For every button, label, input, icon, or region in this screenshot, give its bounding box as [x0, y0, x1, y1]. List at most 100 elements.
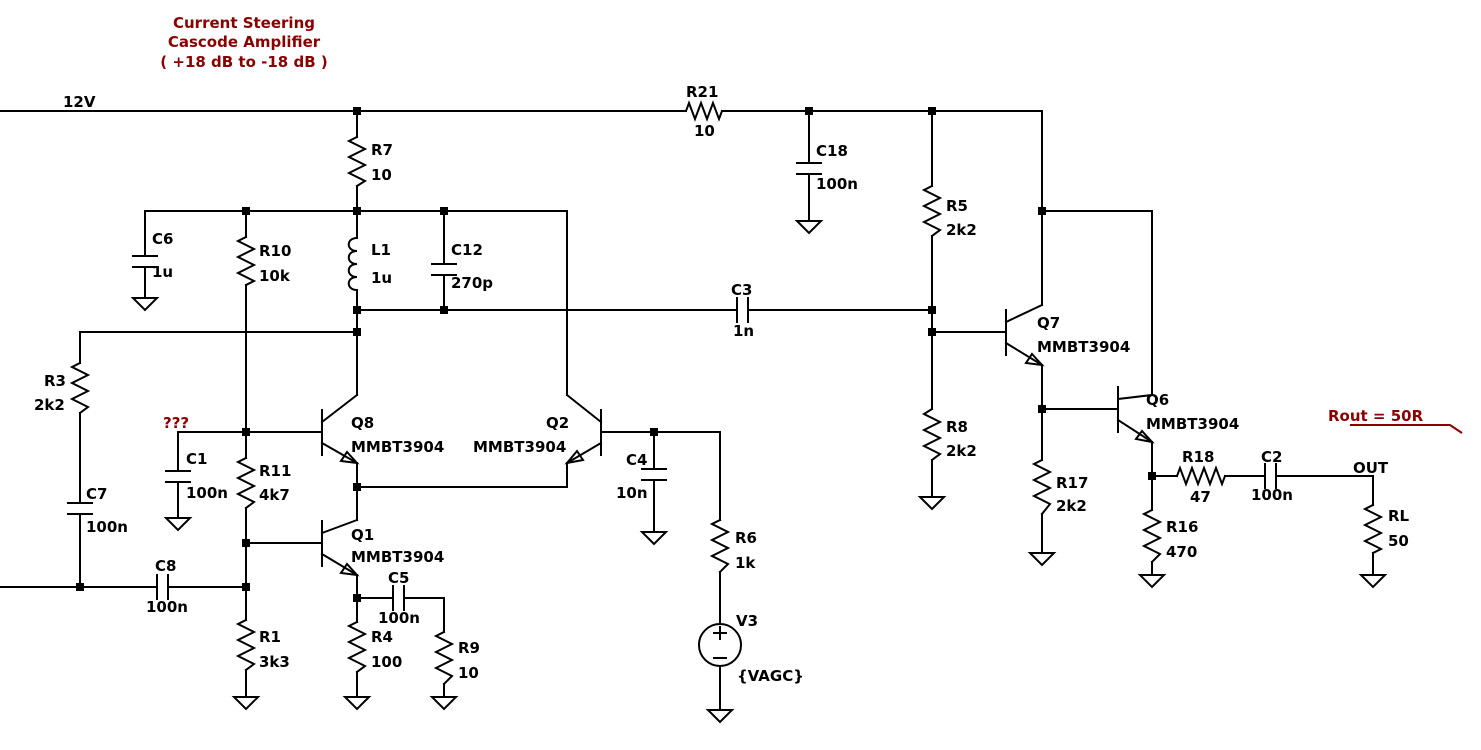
q8-value: MMBT3904 [351, 438, 444, 456]
title-line-2: Cascode Amplifier [168, 33, 321, 51]
l1-value: 1u [371, 269, 392, 287]
junction [242, 583, 250, 591]
junction [242, 428, 250, 436]
r6-ref: R6 [735, 529, 757, 547]
c3-ref: C3 [731, 281, 752, 299]
c1-ref: C1 [186, 450, 207, 468]
q8-ref: Q8 [351, 414, 374, 432]
net-label-supply: 12V [63, 93, 96, 111]
wire-q6-collector [1041, 210, 1153, 396]
resistor-r5: R5 2k2 [921, 184, 977, 239]
r8-value: 2k2 [946, 442, 977, 460]
q1-value: MMBT3904 [351, 548, 444, 566]
transistor-q1: Q1 MMBT3904 [320, 518, 444, 577]
resistor-r21: R21 10 [684, 83, 724, 140]
r21-value: 10 [694, 122, 715, 140]
capacitor-c4: C4 10n [616, 451, 667, 502]
junction [353, 306, 361, 314]
r9-ref: R9 [458, 639, 480, 657]
wire-diff-emitters [356, 462, 568, 488]
transistor-q7: Q7 MMBT3904 [1004, 303, 1130, 367]
r4-ref: R4 [371, 628, 393, 646]
title-line-1: Current Steering [173, 14, 315, 32]
c5-value: 100n [378, 609, 420, 627]
r5-ref: R5 [946, 197, 968, 215]
r3-value: 2k2 [34, 396, 65, 414]
transistor-q2: Q2 MMBT3904 [473, 393, 603, 465]
r4-value: 100 [371, 653, 402, 671]
resistor-r3: R3 2k2 [34, 361, 91, 415]
resistor-rl: RL 50 [1362, 503, 1410, 555]
q2-value: MMBT3904 [473, 438, 566, 456]
r18-value: 47 [1190, 488, 1211, 506]
r1-ref: R1 [259, 628, 281, 646]
ground-icon [231, 696, 261, 711]
capacitor-c12: C12 270p [431, 241, 493, 292]
unknown-input-label: ??? [163, 414, 189, 432]
capacitor-c8: C8 100n [146, 557, 188, 616]
junction [1038, 207, 1046, 215]
wires [0, 110, 1374, 711]
junction [353, 483, 361, 491]
capacitor-c2: C2 100n [1251, 448, 1293, 504]
r7-ref: R7 [371, 141, 393, 159]
r17-ref: R17 [1056, 474, 1088, 492]
rout-label: Rout = 50R [1328, 407, 1424, 425]
resistor-r9: R9 10 [433, 630, 480, 686]
c7-value: 100n [86, 518, 128, 536]
c8-ref: C8 [155, 557, 176, 575]
r10-value: 10k [259, 267, 291, 285]
q1-ref: Q1 [351, 526, 374, 544]
ground-icon [429, 696, 459, 711]
junction [928, 328, 936, 336]
q7-value: MMBT3904 [1037, 338, 1130, 356]
resistor-r16: R16 470 [1141, 508, 1198, 564]
junction [242, 539, 250, 547]
r6-value: 1k [735, 554, 756, 572]
transistor-q6: Q6 MMBT3904 [1116, 386, 1239, 444]
ground-icon [342, 696, 372, 711]
junction [440, 306, 448, 314]
r7-value: 10 [371, 166, 392, 184]
q2-ref: Q2 [546, 414, 569, 432]
r21-ref: R21 [686, 83, 718, 101]
c2-ref: C2 [1261, 448, 1282, 466]
resistor-r1: R1 3k3 [235, 618, 290, 672]
r1-value: 3k3 [259, 653, 290, 671]
junction [928, 306, 936, 314]
junction [353, 594, 361, 602]
resistor-r10: R10 10k [235, 235, 291, 287]
capacitor-c6: C6 1u [132, 230, 173, 281]
junction [76, 583, 84, 591]
c18-value: 100n [816, 175, 858, 193]
c12-ref: C12 [451, 241, 483, 259]
q6-ref: Q6 [1146, 391, 1169, 409]
ground-icon [163, 517, 193, 532]
c8-value: 100n [146, 598, 188, 616]
v3-ref: V3 [736, 612, 758, 630]
c6-ref: C6 [152, 230, 173, 248]
ground-icon [1027, 552, 1057, 567]
ground-icon [705, 709, 735, 724]
ground-icon [917, 496, 947, 511]
capacitor-c7: C7 100n [67, 485, 128, 536]
r17-value: 2k2 [1056, 497, 1087, 515]
resistor-r6: R6 1k [709, 518, 757, 574]
r11-value: 4k7 [259, 486, 290, 504]
junction [353, 328, 361, 336]
resistor-r17: R17 2k2 [1031, 458, 1088, 516]
v3-value: {VAGC} [737, 667, 804, 685]
resistor-r8: R8 2k2 [921, 407, 977, 462]
capacitor-c18: C18 100n [796, 142, 858, 193]
junction [440, 207, 448, 215]
ground-icon [1358, 574, 1388, 589]
junction [650, 428, 658, 436]
transistor-q8: Q8 MMBT3904 [320, 393, 444, 465]
wire-q2-base [600, 431, 721, 711]
inductor-l1: L1 1u [347, 236, 392, 292]
c4-ref: C4 [626, 451, 647, 469]
c5-ref: C5 [388, 569, 409, 587]
rl-ref: RL [1388, 507, 1410, 525]
ground-icon [130, 297, 160, 312]
capacitor-c1: C1 100n [165, 450, 228, 502]
